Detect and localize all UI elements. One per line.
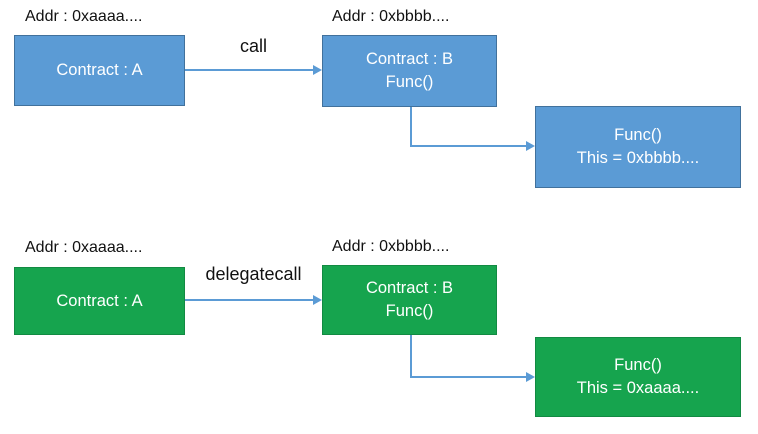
delegatecall-execution-context-box: Func() This = 0xaaaa.... (535, 337, 741, 417)
call-arrow-label: call (239, 36, 267, 56)
call-elbow-horizontal-line (410, 145, 526, 147)
delegatecall-arrowhead-right-icon (313, 295, 322, 305)
call-execution-func-label: Func() (614, 126, 662, 144)
call-arrowhead-right-icon (313, 65, 322, 75)
call-contract-a-label: Contract : A (56, 61, 143, 79)
call-contract-b-func-label: Func() (385, 73, 434, 91)
call-execution-this-label: This = 0xbbbb.... (576, 149, 700, 167)
call-execution-context-box: Func() This = 0xbbbb.... (535, 106, 741, 188)
call-arrow-line (185, 69, 314, 71)
call-contract-b-address-label: Addr : 0xbbbb.... (332, 8, 450, 25)
call-contract-b-label: Contract : B (365, 50, 454, 68)
delegatecall-contract-b-box: Contract : B Func() (322, 265, 497, 335)
delegatecall-elbow-horizontal-line (410, 376, 526, 378)
delegatecall-elbow-arrowhead-right-icon (526, 372, 535, 382)
delegatecall-execution-func-label: Func() (614, 356, 662, 374)
call-elbow-arrowhead-right-icon (526, 141, 535, 151)
delegatecall-elbow-vertical-line (410, 335, 412, 377)
call-contract-b-box: Contract : B Func() (322, 35, 497, 107)
delegatecall-arrow-line (185, 299, 314, 301)
call-contract-a-box: Contract : A (14, 35, 185, 106)
delegatecall-contract-a-label: Contract : A (56, 291, 143, 310)
delegatecall-contract-b-address-label: Addr : 0xbbbb.... (332, 238, 450, 255)
delegatecall-contract-b-label: Contract : B (365, 279, 454, 297)
delegatecall-contract-a-address-label: Addr : 0xaaaa.... (25, 239, 143, 256)
delegatecall-arrow-label: delegatecall (205, 264, 302, 284)
delegatecall-contract-b-func-label: Func() (385, 302, 434, 320)
delegatecall-contract-a-box: Contract : A (14, 267, 185, 335)
delegatecall-execution-this-label: This = 0xaaaa.... (576, 379, 700, 397)
call-elbow-vertical-line (410, 107, 412, 146)
call-contract-a-address-label: Addr : 0xaaaa.... (25, 8, 143, 25)
